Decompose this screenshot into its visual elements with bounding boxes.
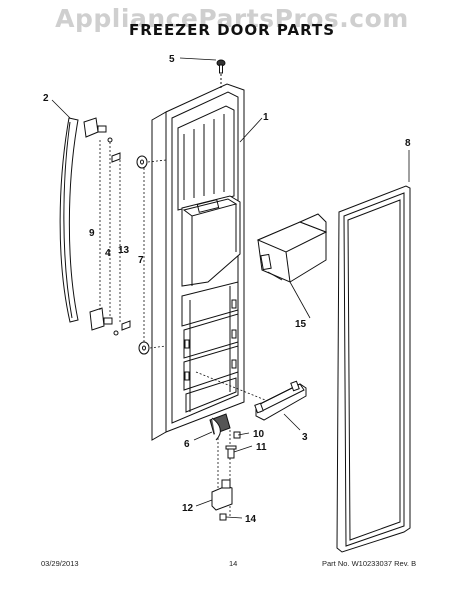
- footer-page-number: 14: [229, 559, 238, 568]
- callout-12: 12: [182, 503, 194, 514]
- callout-numbers: 1 2 3 4 5 6 7 8 9 10 11 12 13 14 15: [43, 54, 411, 525]
- assembly-lines: [99, 140, 271, 518]
- callout-4: 4: [105, 248, 111, 259]
- door-liner: [151, 83, 245, 441]
- callout-3: 3: [302, 432, 308, 443]
- watermark: AppliancePartsPros.com: [55, 4, 409, 33]
- callout-11: 11: [256, 442, 267, 453]
- callout-15: 15: [295, 319, 307, 330]
- callout-9: 9: [89, 228, 95, 239]
- callout-6: 6: [184, 439, 190, 450]
- door-handle: [59, 117, 79, 323]
- bottom-hinge: [209, 413, 241, 521]
- door-bin: [256, 213, 328, 283]
- callout-2: 2: [43, 93, 49, 104]
- callout-7: 7: [138, 255, 144, 266]
- handle-screws: [111, 152, 131, 331]
- top-screw: [216, 59, 226, 88]
- door-gasket: [336, 185, 411, 553]
- callout-14: 14: [245, 514, 257, 525]
- page-title: FREEZER DOOR PARTS: [128, 21, 336, 39]
- callout-1: 1: [263, 112, 269, 123]
- callout-8: 8: [405, 138, 411, 149]
- footer-date: 03/29/2013: [41, 559, 79, 568]
- callout-10: 10: [253, 429, 265, 440]
- callout-13: 13: [118, 245, 130, 256]
- door-shelf: [254, 380, 307, 421]
- handle-end-caps: [83, 117, 119, 336]
- washers: [136, 155, 150, 355]
- callout-5: 5: [169, 54, 175, 65]
- leader-lines: [51, 57, 410, 519]
- footer-part-number: Part No. W10233037 Rev. B: [322, 559, 417, 568]
